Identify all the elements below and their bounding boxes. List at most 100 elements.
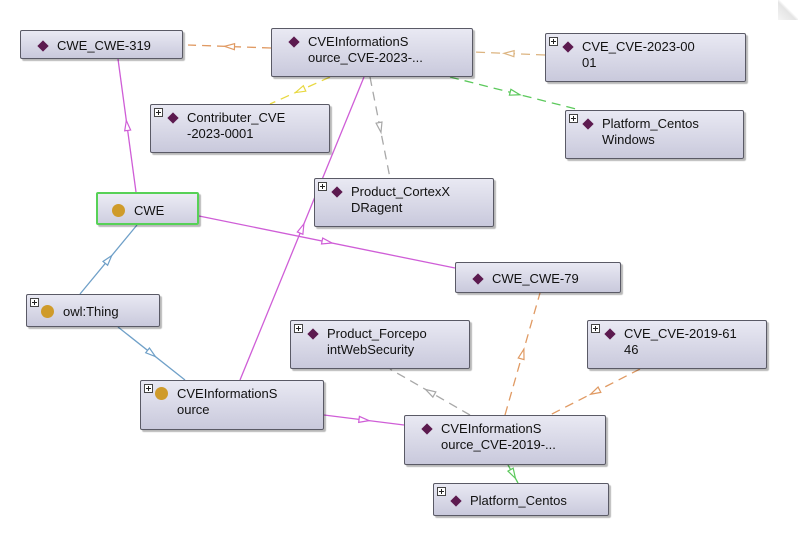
node-label-line: ource_CVE-2019-... [441, 437, 556, 452]
edge-arrowhead [357, 415, 372, 424]
individual-diamond-icon [421, 423, 433, 435]
node-class-owl-thing[interactable]: owl:Thing [26, 294, 160, 327]
expand-plus-icon[interactable] [591, 324, 600, 333]
expand-plus-icon[interactable] [318, 182, 327, 191]
node-content: CWE [110, 203, 197, 219]
node-label-line: intWebSecurity [327, 342, 415, 357]
individual-diamond-icon [167, 112, 179, 124]
expand-plus-icon[interactable] [30, 298, 39, 307]
edge-cvesrc-to-cve2019src [323, 414, 405, 426]
node-label-line: ource [177, 402, 210, 417]
edge-arrowhead [375, 121, 383, 135]
node-platform-centos[interactable]: Platform_Centos [433, 483, 609, 516]
class-circle-icon [41, 305, 54, 318]
page-corner-fold [778, 0, 798, 20]
node-label: owl:Thing [63, 304, 119, 320]
node-label-line: CVE_CVE-2019-61 [624, 326, 737, 341]
edge-arrowhead [501, 49, 515, 58]
node-label-line: Windows [602, 132, 655, 147]
edge-cve2019-to-cve2019src [549, 368, 641, 416]
edge-cve2019src-to-platformc [506, 464, 519, 484]
node-label-line: CWE_CWE-79 [492, 271, 579, 286]
edge-arrowhead [144, 347, 158, 358]
node-content: CWE_CWE-319 [35, 38, 182, 54]
node-class-cwe[interactable]: CWE [96, 192, 199, 225]
edge-cve2023src-to-cwe319 [187, 42, 272, 51]
individual-diamond-icon [307, 328, 319, 340]
expand-plus-icon[interactable] [569, 114, 578, 123]
node-content: Contributer_CVE-2023-0001 [165, 110, 329, 142]
node-label-line: owl:Thing [63, 304, 119, 319]
individual-diamond-icon [288, 36, 300, 48]
node-cwe-cwe-319[interactable]: CWE_CWE-319 [20, 30, 183, 59]
node-label: Platform_Centos [470, 493, 567, 509]
node-label-line: 46 [624, 342, 639, 357]
node-label-line: CWE_CWE-319 [57, 38, 151, 53]
edge-cve2023src-to-platformcw [449, 76, 581, 111]
node-label-line: ource_CVE-2023-... [308, 50, 423, 65]
node-label-line: CVEInformationS [177, 386, 278, 401]
expand-plus-icon[interactable] [549, 37, 558, 46]
edge-cve2023src-to-contributer [269, 76, 331, 105]
node-label-line: DRagent [351, 200, 403, 215]
individual-diamond-icon [331, 186, 343, 198]
node-label: CWE [134, 203, 164, 219]
node-label: CWE_CWE-79 [492, 271, 579, 287]
node-label-line: -2023-0001 [187, 126, 254, 141]
edge-cve2023src-to-cortex [369, 76, 391, 179]
node-cwe-cwe-79[interactable]: CWE_CWE-79 [455, 262, 621, 293]
expand-plus-icon[interactable] [294, 324, 303, 333]
edge-owlthing-to-cwe [79, 224, 138, 295]
edge-cve2019src-to-forcepoint [389, 368, 471, 416]
individual-diamond-icon [450, 495, 462, 507]
node-label-line: CVEInformationS [441, 421, 542, 436]
node-content: CWE_CWE-79 [470, 271, 620, 287]
edge-arrowhead [293, 84, 307, 94]
expand-plus-icon[interactable] [154, 108, 163, 117]
edge-arrowhead [508, 88, 522, 96]
expand-plus-icon[interactable] [144, 384, 153, 393]
individual-diamond-icon [562, 41, 574, 53]
edge-arrowhead [423, 388, 437, 399]
node-label-line: CVEInformationS [308, 34, 409, 49]
expand-plus-icon[interactable] [437, 487, 446, 496]
node-label-line: CWE [134, 203, 165, 218]
edge-owlthing-to-cvesrc [117, 326, 186, 381]
individual-diamond-icon [472, 273, 484, 285]
node-contributer-cve-2023-0001[interactable]: Contributer_CVE-2023-0001 [150, 104, 330, 153]
node-label-line: Product_Forcepo [327, 326, 427, 341]
node-content: owl:Thing [39, 304, 159, 320]
class-circle-icon [112, 204, 125, 217]
edge-arrowhead [320, 237, 334, 245]
node-label-line: Contributer_CVE [187, 110, 286, 125]
edge-cwe-to-cwe79 [198, 215, 456, 269]
edge-cve2023-to-cve2023src [472, 49, 546, 58]
node-label-line: Platform_Centos [602, 116, 699, 131]
edge-cwe-to-cwe319 [117, 58, 137, 193]
edge-arrowhead [517, 347, 525, 361]
edge-cvesrc-to-cve2023src [239, 76, 365, 381]
edge-arrowhead [588, 386, 602, 396]
individual-diamond-icon [604, 328, 616, 340]
